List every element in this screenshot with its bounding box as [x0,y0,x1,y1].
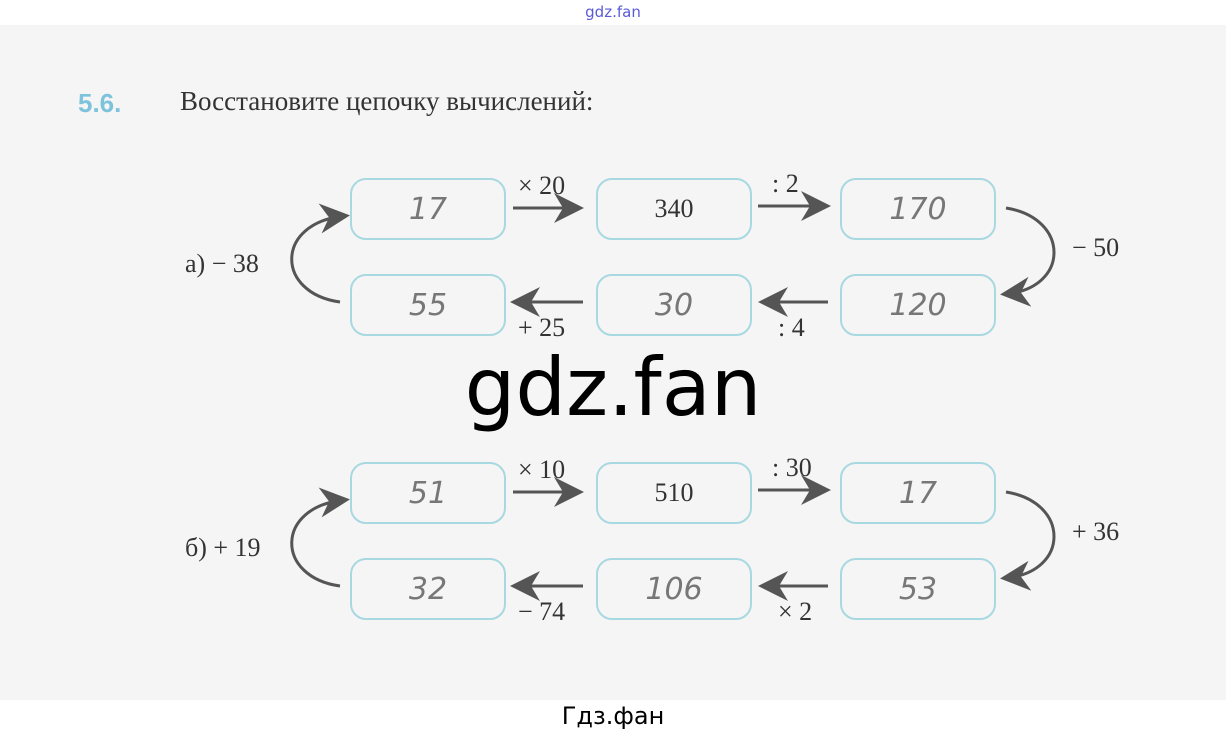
arrow-curve-up [290,203,350,304]
operation-label: : 2 [772,169,799,198]
operation-label: + 25 [518,313,566,342]
chain-a: 17 340 170 120 30 55 × 20 : 2 − 50 : 4 + 25 а) − 38 [0,170,1226,348]
operation-label: × 2 [778,597,813,626]
operation-label: × 20 [518,171,566,200]
chain-value-box[interactable]: 55 [350,274,506,336]
chain-value-box[interactable]: 30 [596,274,752,336]
task-number: 5.6. [78,88,122,118]
arrow-curve-down [1000,490,1056,591]
operation-label: + 36 [1072,517,1120,546]
arrow-curve-up [290,487,350,588]
chain-value-box: 510 [596,462,752,524]
chain-value-box[interactable]: 17 [840,462,996,524]
task-title: Восстановите цепочку вычислений: [180,86,594,116]
operation-label: : 30 [772,453,812,482]
operation-label: : 4 [778,313,805,342]
watermark-bottom: Гдз.фан [561,702,665,730]
chain-value-box[interactable]: 106 [596,558,752,620]
operation-label: − 74 [518,597,566,626]
operation-label: − 50 [1072,233,1120,262]
chain-value-box[interactable]: 32 [350,558,506,620]
watermark-top: gdz.fan [585,3,641,21]
arrows [290,191,1056,317]
watermark-middle: gdz.fan [464,341,762,434]
operation-label: × 10 [518,455,566,484]
chain-value-box[interactable]: 170 [840,178,996,240]
chain-value-box[interactable]: 120 [840,274,996,336]
chain-label: б) + 19 [185,533,261,562]
arrow-curve-down [1000,206,1056,307]
chain-value-box[interactable]: 53 [840,558,996,620]
arrows [290,475,1056,601]
chain-b: 51 510 17 53 106 32 × 10 : 30 + 36 × 2 − 74 б) + 19 [0,454,1226,632]
chain-value-box[interactable]: 17 [350,178,506,240]
chain-value-box[interactable]: 51 [350,462,506,524]
chain-value-box: 340 [596,178,752,240]
chain-label: а) − 38 [185,249,259,278]
